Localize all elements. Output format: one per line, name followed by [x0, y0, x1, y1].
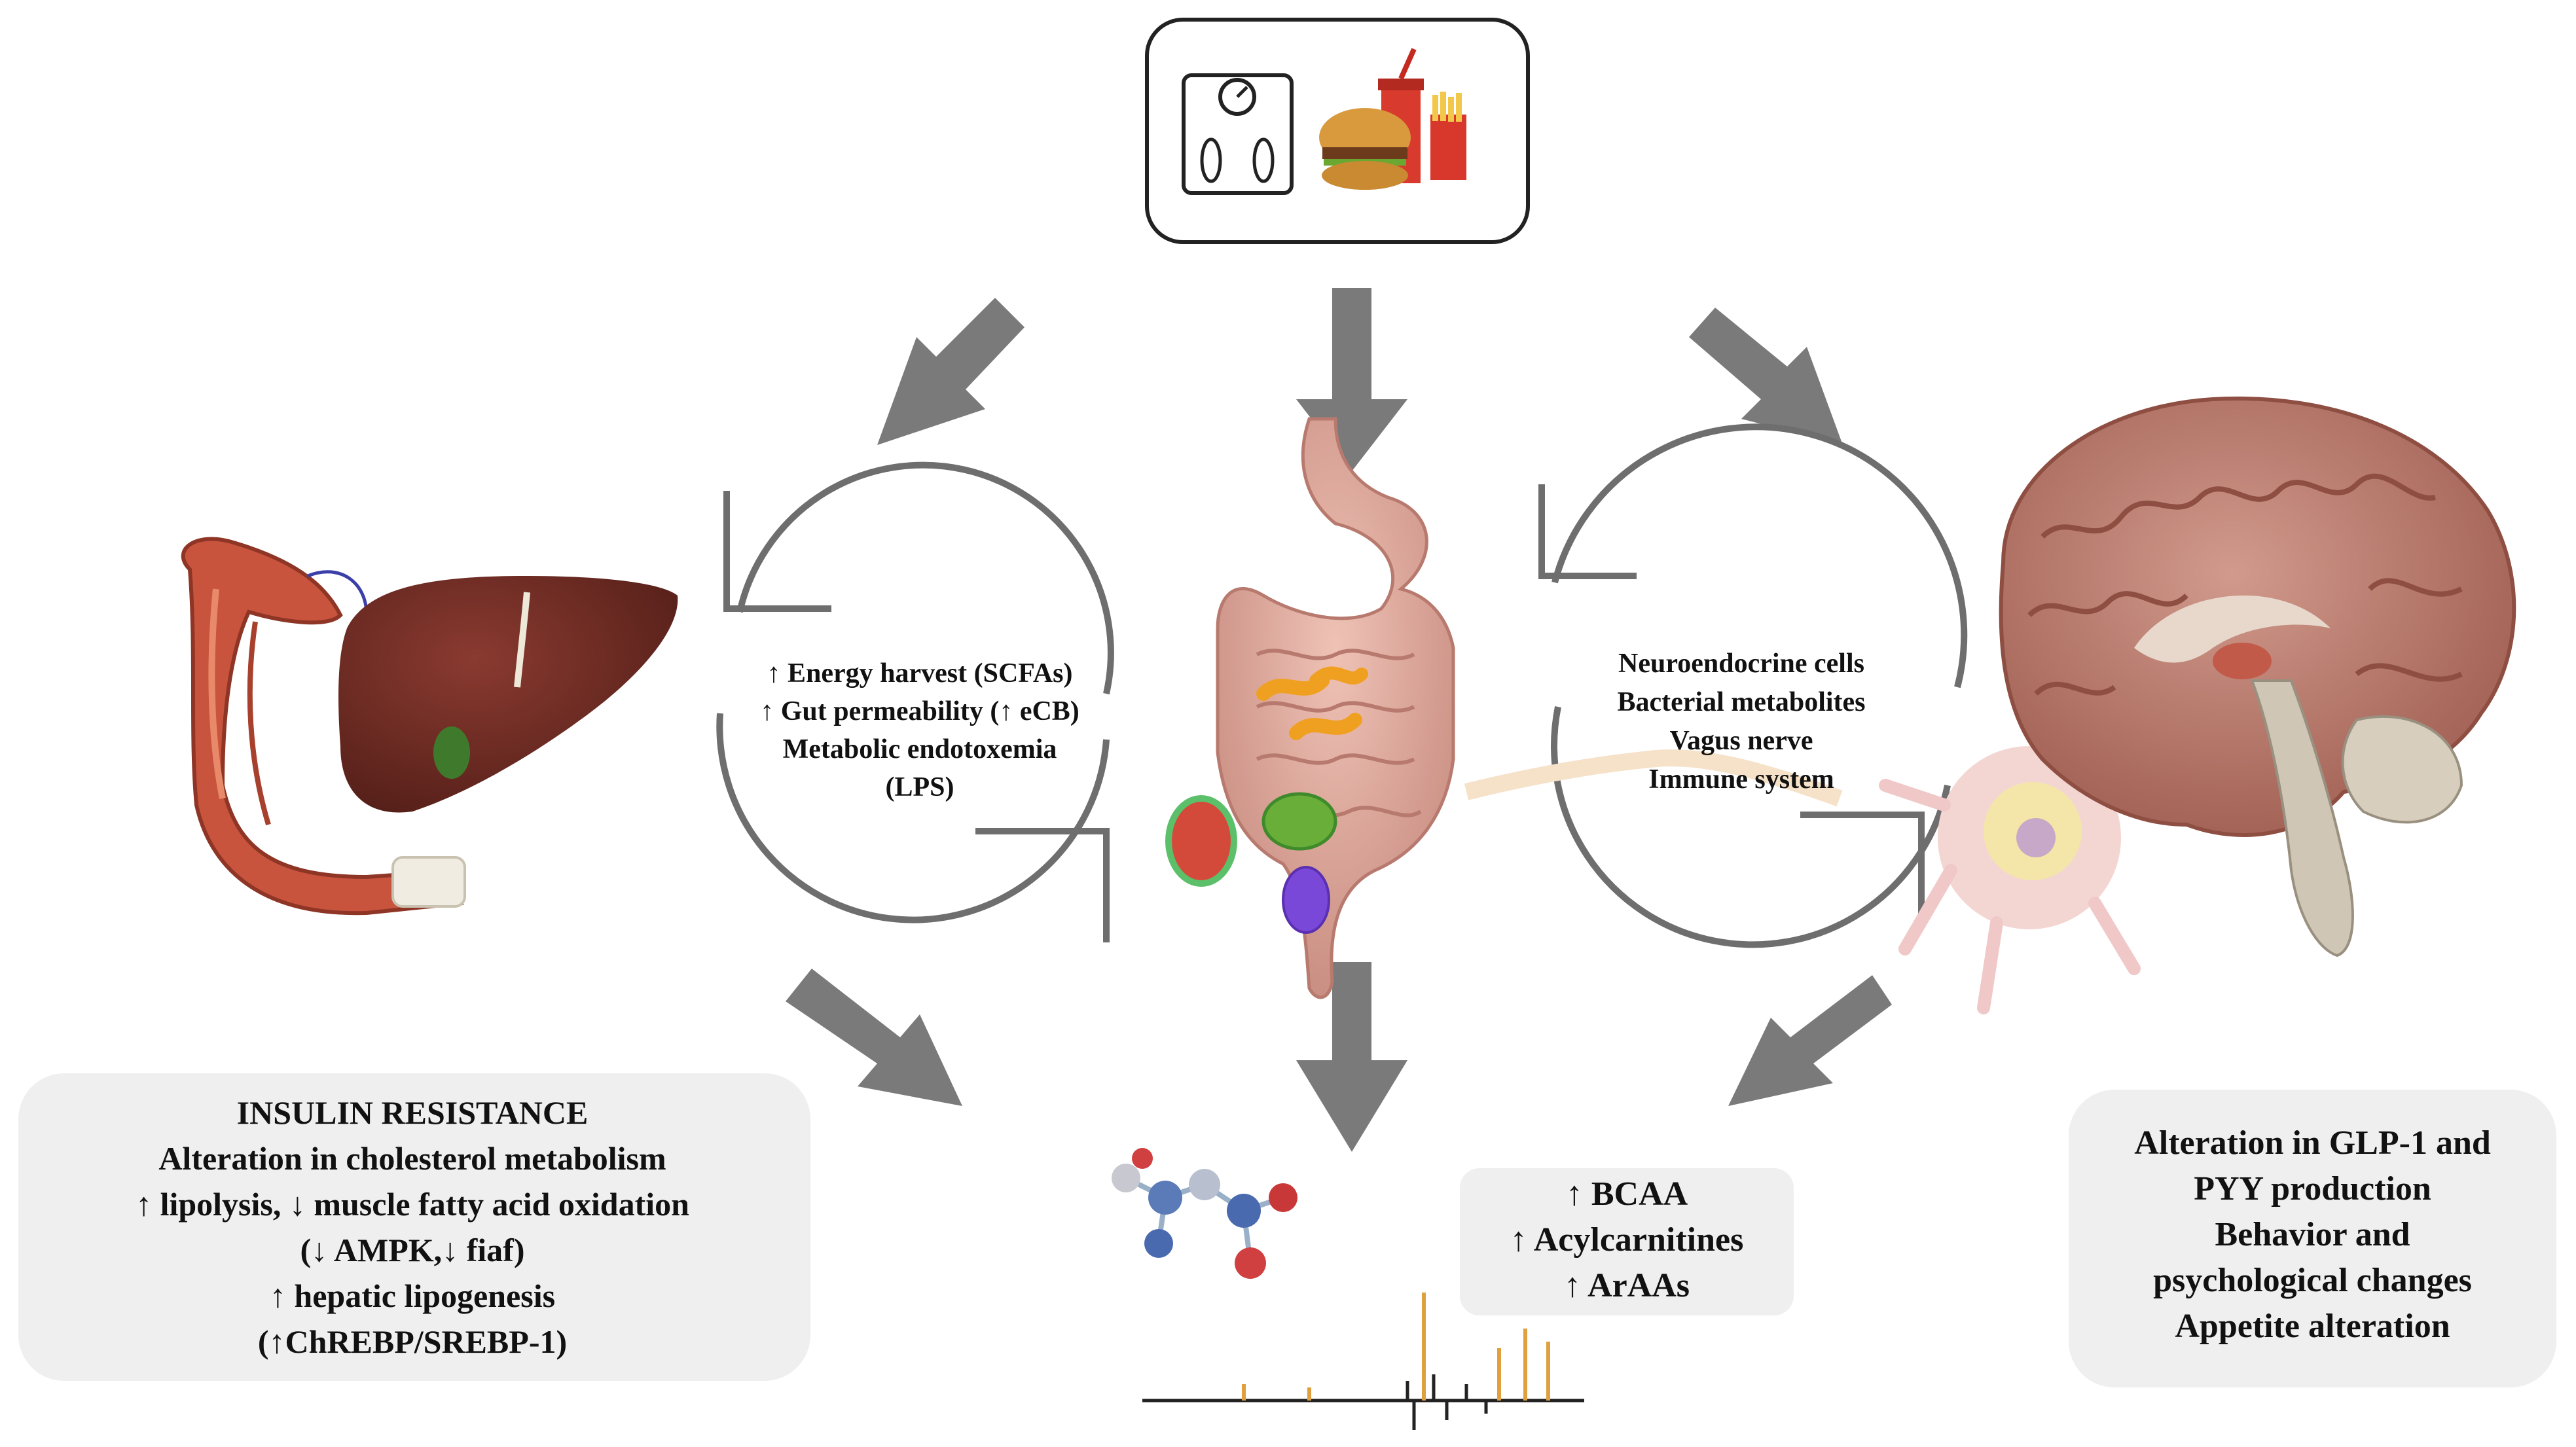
left-box-text: INSULIN RESISTANCE Alteration in cholest… [26, 1090, 799, 1365]
right-box-line: psychological changes [2153, 1262, 2472, 1299]
left-loop [716, 461, 1114, 942]
arrow-top-left [877, 298, 1025, 445]
arrow-top-right [1689, 308, 1843, 445]
right-loop-text: Neuroendocrine cells Bacterial metabolit… [1558, 645, 1925, 799]
left-box-line: (↑ChREBP/SREBP-1) [257, 1323, 568, 1360]
center-box-text: ↑ BCAA ↑ Acylcarnitines ↑ ArAAs [1460, 1171, 1794, 1309]
right-loop-line: Neuroendocrine cells [1618, 649, 1864, 679]
right-loop-line: Bacterial metabolites [1617, 687, 1866, 717]
left-loop-text: ↑ Energy harvest (SCFAs) ↑ Gut permeabil… [710, 654, 1129, 806]
neuron-illustration [1464, 687, 2180, 1014]
left-box-line: Alteration in cholesterol metabolism [158, 1140, 666, 1177]
left-loop-line: ↑ Energy harvest (SCFAs) [767, 658, 1073, 688]
molecule-illustration [1112, 1148, 1297, 1279]
right-loop-line: Immune system [1648, 764, 1834, 795]
right-box-text: Alteration in GLP-1 and PYY production B… [2069, 1120, 2556, 1349]
weighing-scale-icon [1182, 73, 1294, 195]
center-box-line: ↑ ArAAs [1563, 1267, 1690, 1304]
arrow-bottom-left [786, 969, 962, 1106]
brain-illustration [1999, 396, 2516, 957]
spectrum-illustration [1142, 1293, 1584, 1430]
right-loop-line: Vagus nerve [1669, 726, 1813, 756]
left-loop-line: (LPS) [885, 772, 954, 802]
left-box-line: ↑ hepatic lipogenesis [269, 1277, 556, 1314]
arrow-bottom-center [1296, 962, 1407, 1152]
left-box-title: INSULIN RESISTANCE [236, 1094, 589, 1131]
right-box [2069, 1090, 2556, 1387]
left-box-line: (↓ AMPK,↓ fiaf) [300, 1232, 525, 1268]
arrow-bottom-right [1728, 975, 1892, 1106]
left-loop-line: Metabolic endotoxemia [782, 734, 1057, 764]
right-box-line: PYY production [2194, 1170, 2431, 1207]
left-loop-line: ↑ Gut permeability (↑ eCB) [760, 696, 1079, 726]
right-box-line: Alteration in GLP-1 and [2134, 1124, 2491, 1162]
muscle-illustration [181, 537, 466, 916]
center-box-line: ↑ Acylcarnitines [1510, 1221, 1744, 1259]
right-box-line: Appetite alteration [2175, 1308, 2450, 1345]
center-box [1460, 1168, 1794, 1315]
right-box-line: Behavior and [2215, 1216, 2410, 1253]
right-loop [1538, 423, 1968, 948]
gut-microbiota-illustration [1165, 417, 1455, 999]
center-box-line: ↑ BCAA [1565, 1175, 1688, 1213]
fast-food-icon [1319, 48, 1466, 190]
left-box [18, 1073, 810, 1381]
left-box-line: ↑ lipolysis, ↓ muscle fatty acid oxidati… [136, 1186, 689, 1223]
liver-illustration [338, 576, 678, 813]
